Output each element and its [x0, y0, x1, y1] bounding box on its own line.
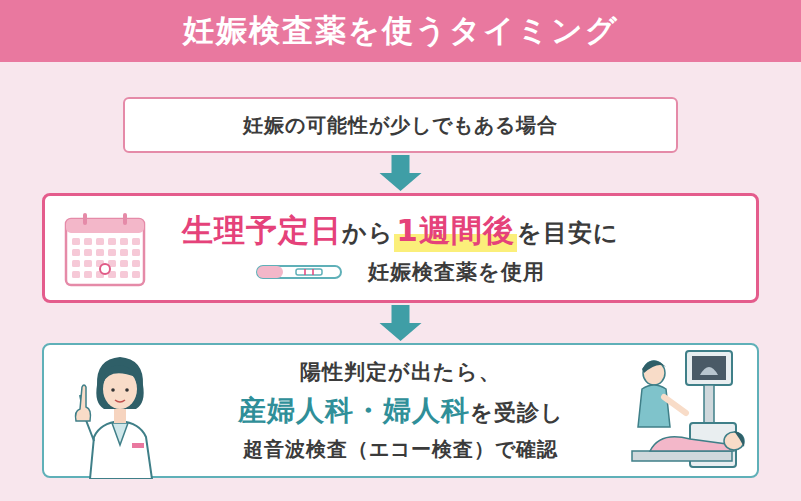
step-text: から	[342, 217, 394, 249]
ultrasound-illustration	[630, 347, 750, 477]
step-text: 産婦人科・婦人科	[238, 392, 470, 430]
test-strip-icon	[256, 263, 342, 281]
step-text: 超音波検査（エコー検査）で確認	[243, 436, 558, 463]
title-text: 妊娠検査薬を使うタイミング	[183, 10, 619, 52]
step-text: を目安に	[517, 217, 619, 249]
calendar-icon	[63, 211, 147, 289]
step-text: を受診し	[470, 398, 564, 428]
step-text: 妊娠検査薬を使用	[368, 258, 545, 286]
step-text: 生理予定日	[182, 210, 342, 252]
flow-arrow	[380, 155, 422, 191]
step-text: 妊娠の可能性が少しでもある場合	[243, 112, 558, 139]
step-box: 陽性判定が出たら、産婦人科・婦人科を受診し超音波検査（エコー検査）で確認	[42, 343, 759, 478]
step-box: 生理予定日から1週間後を目安に妊娠検査薬を使用	[42, 193, 759, 303]
step-box: 妊娠の可能性が少しでもある場合	[123, 97, 678, 153]
step-text: 陽性判定が出たら、	[300, 358, 501, 386]
title-band: 妊娠検査薬を使うタイミング	[0, 0, 801, 62]
step-text: 1週間後	[394, 210, 517, 252]
doctor-illustration	[70, 345, 170, 479]
flow-arrow	[380, 305, 422, 341]
